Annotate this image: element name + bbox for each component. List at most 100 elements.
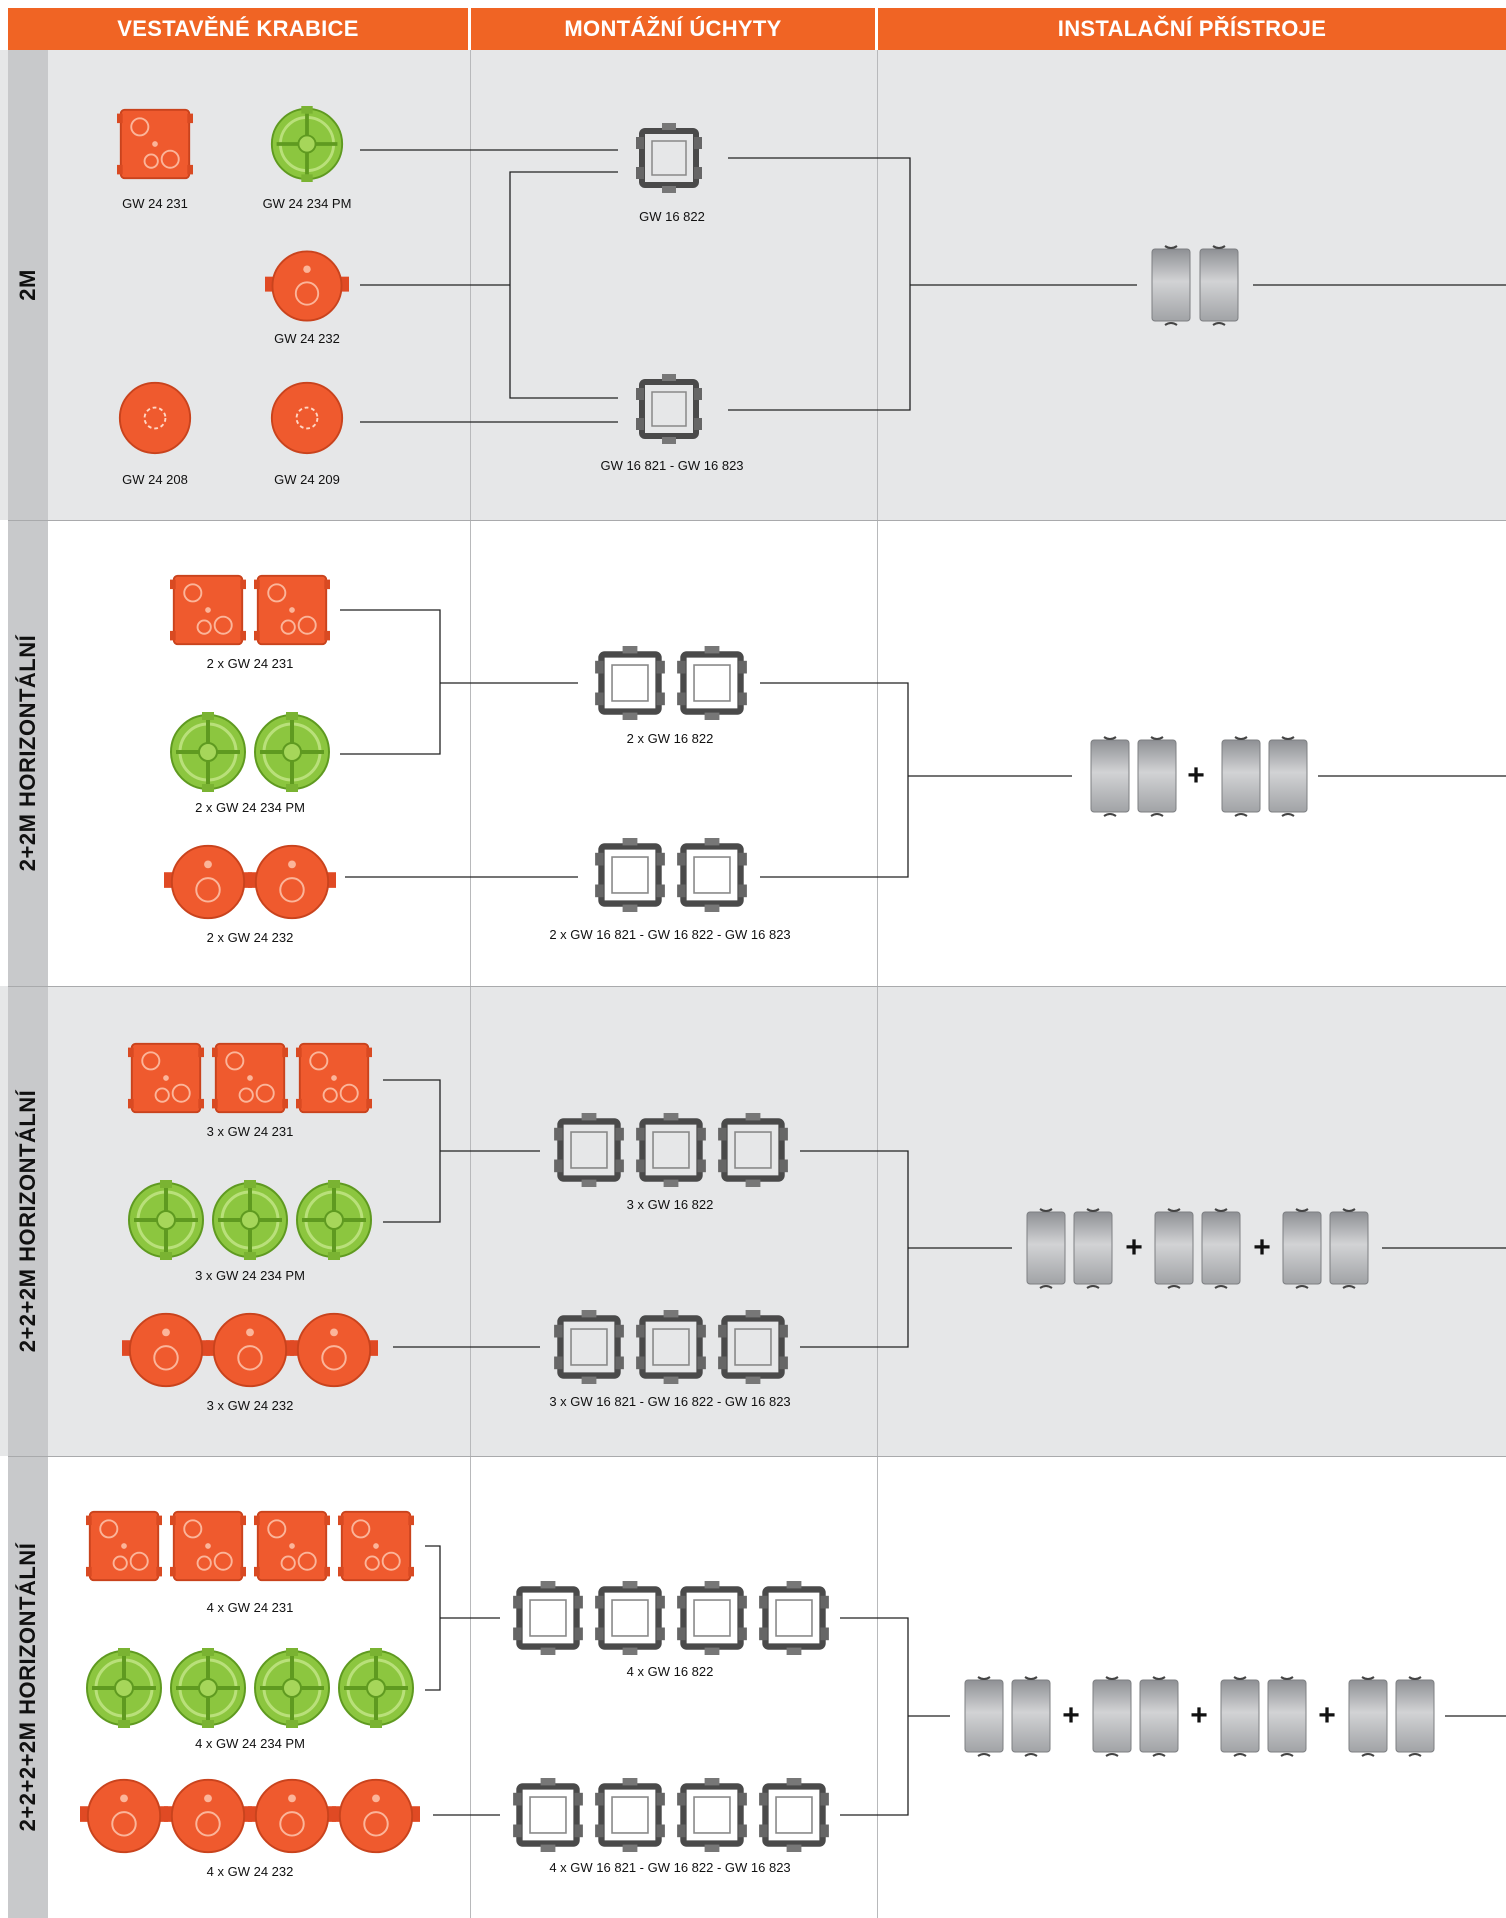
square-box-icon — [170, 1508, 246, 1584]
round-box-icon — [164, 1776, 252, 1856]
frame-label: 3 x GW 16 822 — [626, 1197, 714, 1212]
switch-module-icon — [1154, 1206, 1194, 1290]
round-box-icon — [248, 1776, 336, 1856]
header-boxes: VESTAVĚNÉ KRABICE — [8, 8, 468, 50]
mounting-frame-icon — [511, 1581, 585, 1655]
round-box-icon — [332, 1776, 420, 1856]
switch-module-icon — [1137, 734, 1177, 818]
switch-module-icon — [1151, 243, 1191, 327]
switch-module-icon — [1090, 734, 1130, 818]
row-side-label: 2+2M HORIZONTÁLNÍ — [8, 520, 48, 986]
box-label: GW 24 234 PM — [262, 196, 352, 211]
switch-module-icon — [1026, 1206, 1066, 1290]
mounting-frame-icon — [675, 1778, 749, 1852]
box-label: 4 x GW 24 231 — [206, 1600, 294, 1615]
round-box-icon — [290, 1310, 378, 1390]
green-box-icon — [294, 1180, 374, 1260]
square-box-icon — [117, 106, 193, 182]
box-label: 3 x GW 24 231 — [206, 1124, 294, 1139]
green-box-icon — [210, 1180, 290, 1260]
switch-module-icon — [1282, 1206, 1322, 1290]
mounting-frame-icon — [675, 646, 749, 720]
round-box-icon — [206, 1310, 294, 1390]
green-box-icon — [126, 1180, 206, 1260]
switch-module-icon — [1011, 1674, 1051, 1758]
green-box-icon — [84, 1648, 164, 1728]
box-label: GW 24 231 — [122, 196, 188, 211]
switch-module-icon — [1073, 1206, 1113, 1290]
frame-label: GW 16 821 - GW 16 823 — [600, 458, 744, 473]
mounting-frame-icon — [675, 1581, 749, 1655]
box-label: 4 x GW 24 234 PM — [195, 1736, 305, 1751]
plus-sign: + — [1062, 1699, 1080, 1732]
square-box-icon — [254, 1508, 330, 1584]
round-box-icon — [117, 380, 193, 456]
box-label: 4 x GW 24 232 — [206, 1864, 294, 1879]
header-devices: INSTALAČNÍ PŘÍSTROJE — [878, 8, 1506, 50]
plus-sign: + — [1318, 1699, 1336, 1732]
round-box-icon — [164, 842, 252, 922]
round-box-icon — [265, 248, 349, 324]
round-box-icon — [248, 842, 336, 922]
plus-sign: + — [1253, 1231, 1271, 1264]
square-box-icon — [86, 1508, 162, 1584]
mounting-frame-icon — [716, 1310, 790, 1384]
green-box-icon — [336, 1648, 416, 1728]
box-label: 3 x GW 24 232 — [206, 1398, 294, 1413]
box-label: 2 x GW 24 232 — [206, 930, 294, 945]
switch-module-icon — [1092, 1674, 1132, 1758]
frame-label: 4 x GW 16 821 - GW 16 822 - GW 16 823 — [549, 1860, 791, 1875]
green-box-icon — [168, 1648, 248, 1728]
mounting-frame-icon — [634, 1113, 708, 1187]
round-box-icon — [80, 1776, 168, 1856]
square-box-icon — [128, 1040, 204, 1116]
mounting-frame-icon — [675, 838, 749, 912]
square-box-icon — [170, 572, 246, 648]
square-box-icon — [254, 572, 330, 648]
mounting-frame-icon — [593, 646, 667, 720]
plus-sign: + — [1187, 759, 1205, 792]
green-box-icon — [252, 712, 332, 792]
box-label: 3 x GW 24 234 PM — [195, 1268, 305, 1283]
mounting-frame-icon — [757, 1581, 831, 1655]
plus-sign: + — [1190, 1699, 1208, 1732]
switch-module-icon — [1267, 1674, 1307, 1758]
mounting-frame-icon — [757, 1778, 831, 1852]
mounting-frame-icon — [593, 838, 667, 912]
mounting-frame-icon — [593, 1778, 667, 1852]
row-divider — [8, 520, 1506, 521]
switch-module-icon — [1220, 1674, 1260, 1758]
square-box-icon — [212, 1040, 288, 1116]
row-divider — [8, 986, 1506, 987]
mounting-frame-icon — [634, 1310, 708, 1384]
mounting-frame-icon — [552, 1310, 626, 1384]
box-label: 2 x GW 24 234 PM — [195, 800, 305, 815]
frame-label: GW 16 822 — [639, 209, 705, 224]
frame-label: 3 x GW 16 821 - GW 16 822 - GW 16 823 — [549, 1394, 791, 1409]
mounting-frame-icon — [634, 123, 704, 193]
mounting-frame-icon — [593, 1581, 667, 1655]
switch-module-icon — [1199, 243, 1239, 327]
switch-module-icon — [1221, 734, 1261, 818]
column-divider — [877, 50, 878, 1918]
frame-label: 2 x GW 16 822 — [626, 731, 714, 746]
switch-module-icon — [1395, 1674, 1435, 1758]
green-box-icon — [269, 106, 345, 182]
mounting-frame-icon — [511, 1778, 585, 1852]
switch-module-icon — [1268, 734, 1308, 818]
row-side-label: 2+2+2M HORIZONTÁLNÍ — [8, 986, 48, 1456]
switch-module-icon — [1348, 1674, 1388, 1758]
frame-label: 4 x GW 16 822 — [626, 1664, 714, 1679]
plus-sign: + — [1125, 1231, 1143, 1264]
switch-module-icon — [1139, 1674, 1179, 1758]
box-label: GW 24 232 — [274, 331, 340, 346]
switch-module-icon — [964, 1674, 1004, 1758]
switch-module-icon — [1329, 1206, 1369, 1290]
box-label: GW 24 208 — [122, 472, 188, 487]
row-side-label: 2+2+2+2M HORIZONTÁLNÍ — [8, 1456, 48, 1918]
row-divider — [8, 1456, 1506, 1457]
box-label: GW 24 209 — [274, 472, 340, 487]
green-box-icon — [168, 712, 248, 792]
mounting-frame-icon — [716, 1113, 790, 1187]
